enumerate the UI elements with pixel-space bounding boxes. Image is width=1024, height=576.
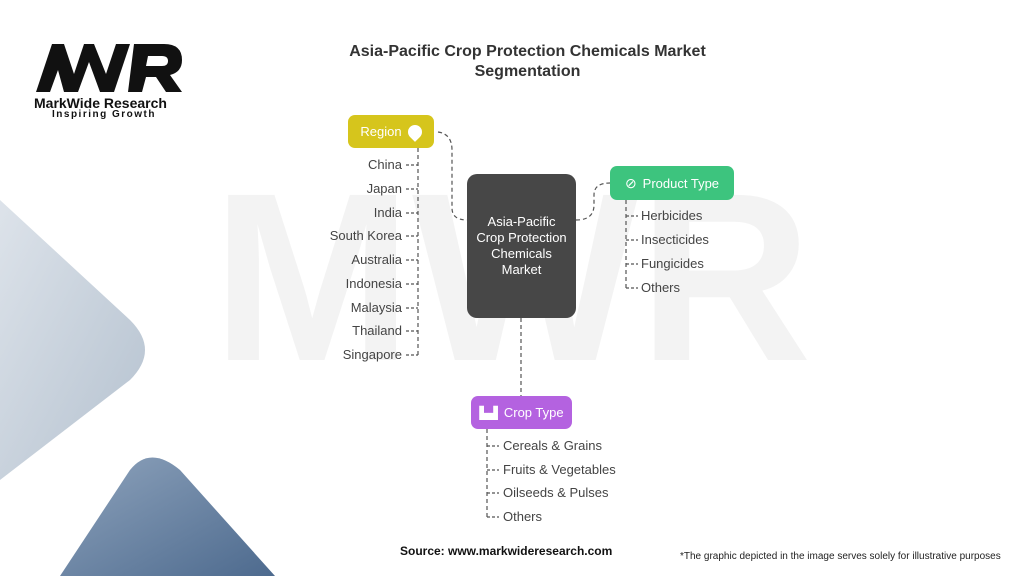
region-item: Singapore bbox=[342, 347, 402, 362]
center-node: Asia-Pacific Crop Protection Chemicals M… bbox=[467, 174, 576, 318]
region-node: Region bbox=[348, 115, 434, 148]
region-item: Indonesia bbox=[345, 276, 402, 291]
region-item: India bbox=[373, 205, 402, 220]
no-spray-icon: ⊘ bbox=[624, 174, 637, 191]
region-item: Japan bbox=[366, 181, 402, 196]
disclaimer-note: *The graphic depicted in the image serve… bbox=[680, 551, 1001, 562]
region-item: Australia bbox=[351, 252, 402, 267]
region-item: China bbox=[368, 157, 402, 172]
region-item: Thailand bbox=[352, 323, 402, 338]
region-item: Malaysia bbox=[350, 300, 402, 315]
farm-icon: ▙▟ bbox=[479, 405, 498, 420]
product-item: Insecticides bbox=[641, 232, 709, 247]
source-text: Source: www.markwideresearch.com bbox=[400, 544, 613, 558]
product-type-label: Product Type bbox=[642, 175, 720, 191]
logo-name: MarkWide Research bbox=[34, 95, 167, 111]
crop-type-label: Crop Type bbox=[503, 405, 564, 420]
product-type-node: ⊘ Product Type bbox=[610, 166, 734, 200]
location-pin-icon bbox=[404, 121, 425, 142]
center-label: Asia-Pacific Crop Protection Chemicals M… bbox=[476, 214, 567, 277]
crop-item: Others bbox=[503, 509, 543, 524]
region-label: Region bbox=[360, 124, 402, 139]
logo-tagline: Inspiring Growth bbox=[52, 109, 156, 120]
page-title: Asia-Pacific Crop Protection Chemicals M… bbox=[349, 43, 706, 80]
region-item: South Korea bbox=[329, 228, 402, 243]
logo-mark bbox=[36, 44, 182, 92]
crop-item: Oilseeds & Pulses bbox=[503, 485, 609, 500]
crop-item: Fruits & Vegetables bbox=[503, 462, 616, 477]
product-item: Herbicides bbox=[641, 208, 703, 223]
product-item: Fungicides bbox=[641, 256, 704, 271]
crop-type-node: ▙▟ Crop Type bbox=[471, 396, 572, 429]
product-item: Others bbox=[641, 280, 681, 295]
crop-item: Cereals & Grains bbox=[503, 438, 602, 453]
